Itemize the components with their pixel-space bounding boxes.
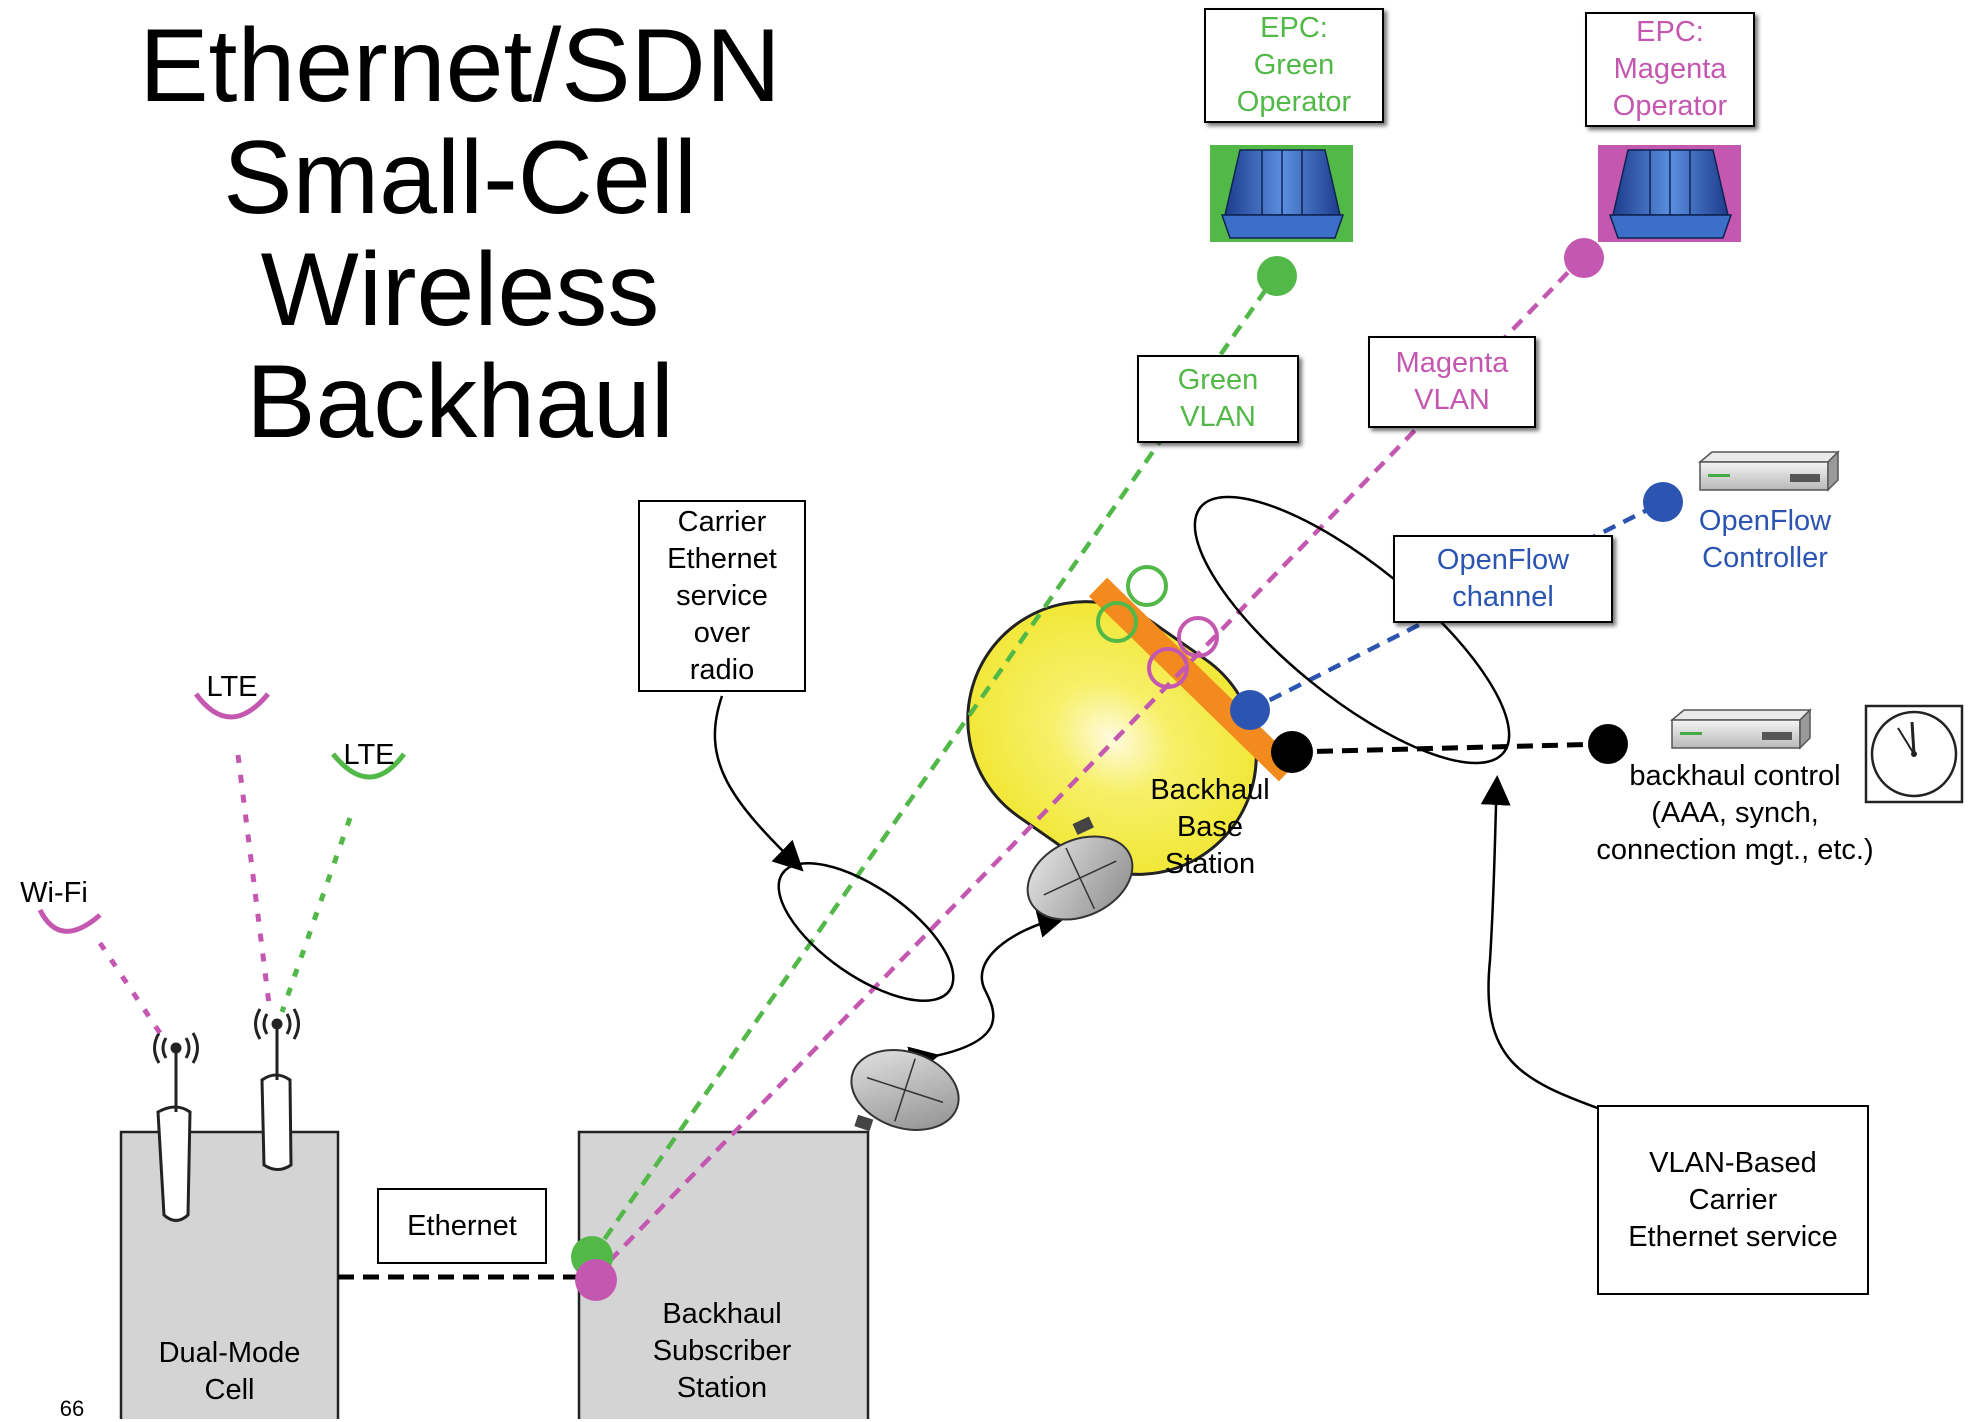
epc-green-server-icon [1210,145,1353,242]
carrier-ethernet-radio-label-box: Carrier Ethernet service over radio [638,500,806,692]
ethernet-label-box: Ethernet [377,1188,547,1264]
dual-mode-cell-box [119,1130,340,1419]
green-vlan-label: Green VLAN [1177,364,1259,433]
dual-mode-cell-label: Dual-Mode Cell [158,1337,301,1406]
epc-magenta-label-box: EPC: Magenta Operator [1585,12,1755,127]
magenta-ring-outer [1177,616,1219,658]
carrier-ethernet-radio-ellipse [777,862,955,1002]
subscriber-station-box [577,1130,870,1419]
backhaul-control-label: backhaul control (AAA, synch, connection… [1596,760,1874,866]
base-station-interface-strip [1088,577,1298,782]
magenta-endpoint-dot [1564,238,1604,278]
epc-green-label: EPC: Green Operator [1236,12,1352,118]
epc-green-label-box: EPC: Green Operator [1204,8,1384,123]
wifi-radio-link [97,941,169,1044]
wifi-label: Wi-Fi [20,877,88,909]
backhaul-base-station-label: Backhaul Base Station [1150,774,1270,880]
lte-magenta-label: LTE [206,671,258,703]
radio-link-arrow [907,908,1068,1076]
epc-magenta-server-icon [1598,145,1741,242]
page-number: 66 [59,1396,85,1421]
clock-icon [1864,704,1964,804]
lte-green-radio-link [279,817,353,1013]
magenta-vlan-path [592,255,1585,1279]
green-ring-outer [1126,565,1168,607]
openflow-channel-label-box: OpenFlow channel [1393,535,1613,623]
antenna-left-icon [153,1032,199,1222]
backhaul-subscriber-station-label: Backhaul Subscriber Station [652,1298,792,1404]
epc-magenta-label: EPC: Magenta Operator [1612,16,1728,122]
green-ring-inner [1096,601,1138,643]
vlan-based-service-label: VLAN-Based Carrier Ethernet service [1628,1146,1838,1253]
openflow-base-dot [1230,690,1270,730]
subscriber-dish-icon [850,1049,960,1132]
backhaul-control-path [1291,741,1609,755]
vlan-based-service-label-box: VLAN-Based Carrier Ethernet service [1597,1105,1869,1295]
base-station-dish-icon [1026,816,1134,921]
subscriber-magenta-dot [575,1259,617,1301]
control-base-dot [1271,731,1313,773]
ethernet-label: Ethernet [407,1209,517,1242]
wifi-device-icon [37,908,102,934]
carrier-ethernet-radio-label: Carrier Ethernet service over radio [667,505,777,686]
lte-green-label: LTE [343,739,395,771]
control-endpoint-dot [1588,724,1628,764]
magenta-ring-inner [1147,647,1189,689]
openflow-controller-router-icon [1697,450,1840,492]
antenna-right-icon [254,1008,300,1171]
vlan-service-callout [1480,775,1604,1112]
green-endpoint-dot [1257,256,1297,296]
magenta-vlan-label-box: Magenta VLAN [1368,336,1536,428]
backhaul-control-router-icon [1669,708,1812,750]
carrier-ethernet-callout [713,695,804,872]
magenta-vlan-label: Magenta VLAN [1395,347,1509,416]
lte-green-device-icon [331,752,407,780]
openflow-controller-dot [1643,482,1683,522]
lte-magenta-radio-link [235,754,273,1013]
lte-magenta-device-icon [193,692,270,720]
openflow-controller-label: OpenFlow Controller [1698,505,1832,574]
slide-title: Ethernet/SDN Small-Cell Wireless Backhau… [139,8,781,460]
openflow-channel-label: OpenFlow channel [1436,544,1570,613]
green-vlan-label-box: Green VLAN [1137,355,1299,443]
